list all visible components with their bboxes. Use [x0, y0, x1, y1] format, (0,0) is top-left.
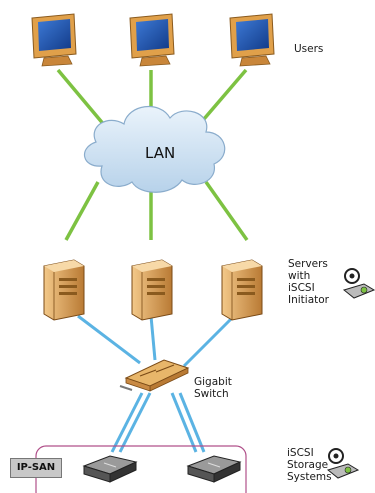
servers-label-line: Servers [288, 258, 328, 270]
link-switch-storage2b [178, 392, 206, 453]
servers-label-line: with [288, 270, 311, 282]
link-server1-switch [77, 314, 141, 365]
link-user3-lan [196, 68, 248, 128]
server-2 [131, 259, 173, 321]
link-server2-switch [149, 315, 157, 361]
storage-array-icon [82, 455, 138, 483]
network-switch-icon [119, 359, 190, 392]
iscsi-storage-icon [326, 448, 360, 479]
storage-label-line: Storage [287, 459, 329, 471]
link-lan-server3 [204, 180, 249, 242]
user-computer-1 [31, 13, 77, 67]
storage-system-2 [186, 455, 242, 483]
storage-system-1 [82, 455, 138, 483]
link-server3-switch [182, 314, 236, 368]
switch-label: Gigabit Switch [194, 376, 232, 400]
storage-label-line: Systems [287, 471, 332, 483]
iscsi-disk-icon [326, 448, 360, 479]
lan-label: LAN [145, 144, 176, 162]
iscsi-disk-icon [342, 268, 375, 299]
iscsi-initiator-icon [342, 268, 375, 299]
san-links [77, 314, 236, 453]
server-1 [43, 259, 85, 321]
user-computer-2 [129, 13, 175, 67]
storage-array-icon [186, 455, 242, 483]
server-tower-icon [221, 259, 263, 321]
users-label: Users [294, 43, 324, 55]
lan-cloud [84, 105, 226, 193]
servers-label-line: Initiator [288, 294, 329, 306]
link-switch-storage2a [170, 392, 198, 453]
server-3 [221, 259, 263, 321]
storage-label: iSCSI Storage Systems [287, 447, 332, 483]
storage-label-line: iSCSI [287, 447, 314, 459]
link-switch-storage1b [118, 392, 152, 453]
link-switch-storage1a [110, 392, 144, 453]
desktop-computer-icon [229, 13, 275, 67]
server-tower-icon [43, 259, 85, 321]
desktop-computer-icon [129, 13, 175, 67]
lan-links [56, 68, 249, 242]
switch-label-line: Gigabit [194, 376, 232, 388]
servers-label-line: iSCSI [288, 282, 315, 294]
ip-san-badge: IP-SAN [10, 458, 62, 478]
desktop-computer-icon [31, 13, 77, 67]
servers-label: Servers with iSCSI Initiator [288, 258, 329, 306]
gigabit-switch [119, 359, 190, 392]
link-user1-lan [56, 68, 107, 128]
user-computer-3 [229, 13, 275, 67]
switch-label-line: Switch [194, 388, 229, 400]
server-tower-icon [131, 259, 173, 321]
link-lan-server1 [64, 181, 100, 241]
